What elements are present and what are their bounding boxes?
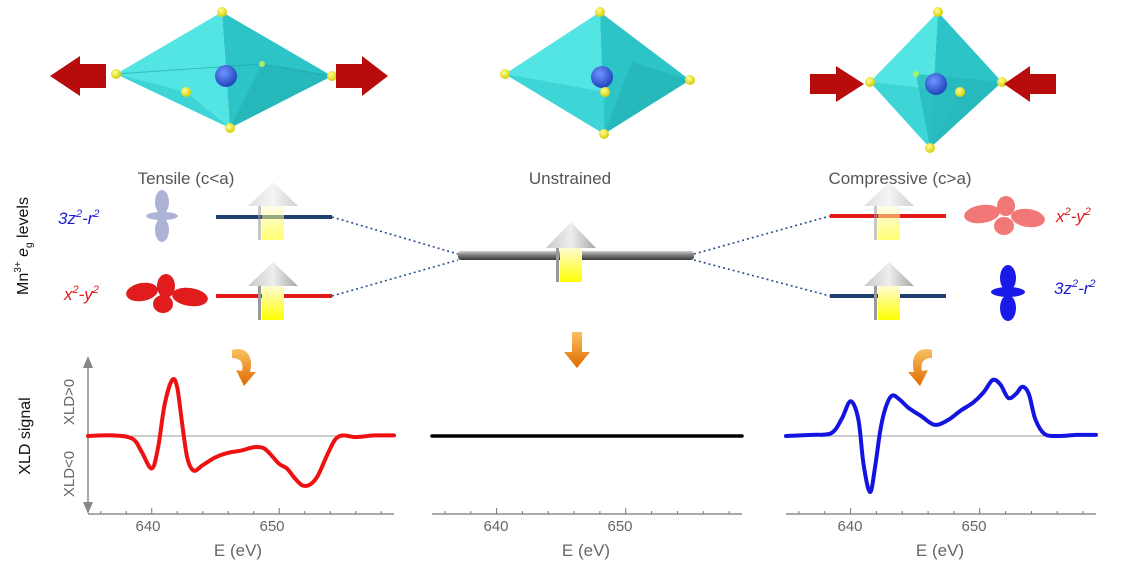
compressive-octahedron xyxy=(865,7,1007,153)
unstrained-label: Unstrained xyxy=(529,169,611,188)
compressive-label: Compressive (c>a) xyxy=(828,169,971,188)
orbital-x2-y2-compressive xyxy=(964,196,1045,235)
compressive-tick-650: 650 xyxy=(961,518,986,535)
tensile-lower-orbital-label: x2-y2 xyxy=(63,284,99,304)
compressive-left-arrow xyxy=(810,66,864,102)
tensile-xlabel: E (eV) xyxy=(214,541,262,560)
xld-signal-line xyxy=(784,377,1098,495)
oxygen-atom xyxy=(913,71,919,77)
oxygen-atom xyxy=(933,7,943,17)
oxygen-atom xyxy=(217,7,227,17)
oxygen-atom xyxy=(225,123,235,133)
spin-arrow xyxy=(864,182,914,240)
compressive-tick-640: 640 xyxy=(837,518,862,535)
compressive-right-arrow xyxy=(1004,66,1056,102)
oxygen-atom xyxy=(865,77,875,87)
unstrained-xlabel: E (eV) xyxy=(562,541,610,560)
oxygen-atom xyxy=(111,69,121,79)
oxygen-atom xyxy=(955,87,965,97)
tensile-label: Tensile (c<a) xyxy=(138,169,235,188)
tensile-process-arrow xyxy=(232,349,256,386)
compressive-lower-orbital-label: 3z2-r2 xyxy=(1054,278,1096,298)
oxygen-atom xyxy=(327,71,337,81)
compressive-process-arrow xyxy=(908,349,932,386)
unstrained-octahedron xyxy=(500,7,695,139)
orbital-3z2-r2-tensile xyxy=(146,190,178,242)
spin-arrow xyxy=(864,262,914,320)
spin-arrow xyxy=(248,262,298,320)
orbital-3z2-r2-compressive xyxy=(991,265,1025,321)
eg-levels-axis-label: Mn3+ eg levels xyxy=(13,197,35,295)
unstrained-xld-panel xyxy=(430,434,744,515)
oxygen-atom xyxy=(259,61,265,67)
compressive-upper-orbital-label: x2-y2 xyxy=(1055,206,1091,226)
oxygen-atom xyxy=(595,7,605,17)
tensile-upper-orbital-label: 3z2-r2 xyxy=(58,208,100,228)
xld-signal-axis-label: XLD signal xyxy=(17,397,34,474)
unstrained-tick-650: 650 xyxy=(607,518,632,535)
spin-arrow xyxy=(248,182,298,240)
xld-negative-label: XLD<0 xyxy=(61,451,78,497)
spin-arrow xyxy=(546,222,596,282)
oxygen-atom xyxy=(600,87,610,97)
tensile-right-arrow xyxy=(336,56,388,96)
tensile-tick-650: 650 xyxy=(259,518,284,535)
oxygen-atom xyxy=(181,87,191,97)
tensile-left-arrow xyxy=(50,56,106,96)
unstrained-process-arrow xyxy=(564,332,590,368)
mn-atom xyxy=(215,65,237,87)
level-connectors xyxy=(331,215,831,297)
mn-atom xyxy=(591,66,613,88)
compressive-xlabel: E (eV) xyxy=(916,541,964,560)
oxygen-atom xyxy=(500,69,510,79)
unstrained-tick-640: 640 xyxy=(483,518,508,535)
oxygen-atom xyxy=(685,75,695,85)
tensile-tick-640: 640 xyxy=(135,518,160,535)
oxygen-atom xyxy=(599,129,609,139)
xld-signal-line xyxy=(86,376,396,488)
tensile-xld-panel xyxy=(86,376,396,515)
xld-positive-label: XLD>0 xyxy=(61,379,78,425)
compressive-xld-panel xyxy=(784,377,1098,515)
oxygen-atom xyxy=(997,77,1007,87)
orbital-x2-y2-tensile xyxy=(126,274,208,313)
mn-atom xyxy=(925,73,947,95)
tensile-octahedron xyxy=(111,7,337,133)
oxygen-atom xyxy=(925,143,935,153)
